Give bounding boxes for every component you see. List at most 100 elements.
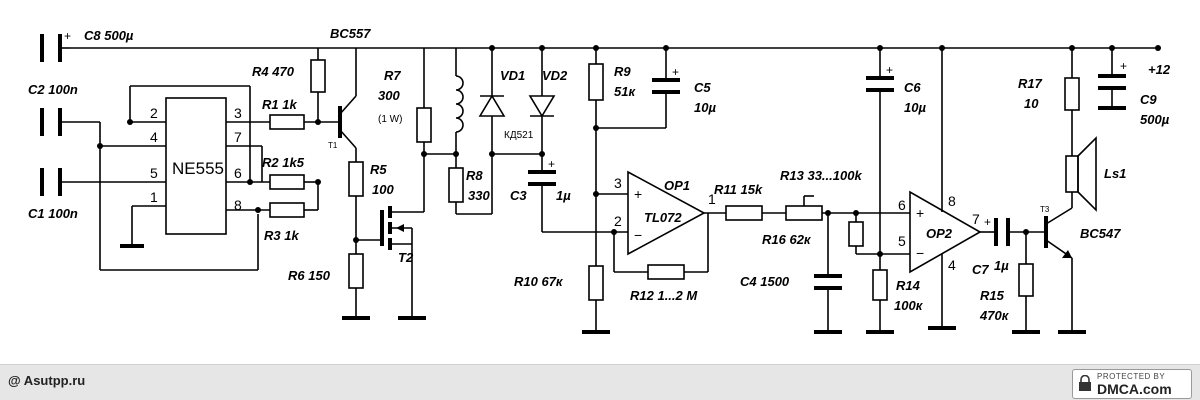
svg-text:8: 8 [948,193,956,209]
resistor-r6 [348,253,364,289]
op2-label: OP2 [926,226,953,241]
svg-text:−: − [634,227,642,243]
r11-label: R11 15k [714,182,763,197]
t3-ref-label: T3 [1040,205,1050,214]
capacitor-c2 [40,108,100,136]
resistor-r8 [448,167,464,203]
resistor-r16 [848,221,864,247]
resistor-r15 [1018,263,1034,297]
r9-label: R9 [614,64,631,79]
c9-value: 500µ [1140,112,1170,127]
c2-label: C2 100n [28,82,78,97]
op1-label: OP1 [664,178,690,193]
lock-icon [1079,375,1091,391]
vd1-label: VD1 [500,68,525,83]
vd2-label: VD2 [542,68,568,83]
svg-text:5: 5 [150,165,158,181]
resistor-r1 [269,114,305,130]
resistor-r9 [588,63,604,101]
ne555-chip [165,97,227,235]
svg-text:3: 3 [614,175,622,191]
resistor-r10 [588,265,604,301]
svg-text:4: 4 [150,129,158,145]
site-credit: @ Asutpp.ru [8,373,86,388]
resistor-r2 [269,174,305,190]
svg-text:+: + [634,186,642,202]
svg-text:+: + [64,29,71,43]
transistor-t3 [1044,192,1086,334]
svg-text:2: 2 [150,105,158,121]
resistor-r4 [310,59,326,93]
svg-text:5: 5 [898,233,906,249]
resistor-r17 [1064,77,1080,111]
t1-ref-label: T1 [328,141,338,150]
svg-text:6: 6 [234,165,242,181]
diode-vd2 [528,48,556,170]
capacitor-c6: + [866,48,894,270]
diode-vd1 [478,48,506,154]
r14-value: 100к [894,298,924,313]
svg-text:6: 6 [898,197,906,213]
svg-text:7: 7 [972,211,980,227]
inductor-coil [455,48,464,168]
r6-label: R6 150 [288,268,331,283]
r7-label: R7 [384,68,401,83]
ls1-label: Ls1 [1104,166,1126,181]
svg-text:1: 1 [708,191,716,207]
capacitor-c9: + [1098,48,1127,110]
r8-value: 330 [468,188,490,203]
c3-label: C3 [510,188,527,203]
c9-label: C9 [1140,92,1157,107]
t2-label: T2 [398,250,414,265]
svg-text:+: + [672,65,679,79]
dmca-badge[interactable]: PROTECTED BY DMCA.com [1072,369,1192,399]
supply-label: +12 [1148,62,1171,77]
capacitor-c1 [40,168,166,196]
r1-label: R1 1k [262,97,297,112]
resistor-r11 [725,205,763,221]
r10-label: R10 67к [514,274,564,289]
c7-value: 1µ [994,258,1009,273]
r3-label: R3 1k [264,228,299,243]
footer-bar: @ Asutpp.ru PROTECTED BY DMCA.com [0,364,1200,400]
r4-label: R4 470 [252,64,295,79]
r13-label: R13 33...100k [780,168,862,183]
c3-value: 1µ [556,188,571,203]
c7-label: C7 [972,262,989,277]
r12-label: R12 1...2 M [630,288,698,303]
resistor-r14 [872,269,888,301]
c4-label: C4 1500 [740,274,790,289]
transistor-t1 [338,48,357,162]
opamp-op2 [909,48,994,330]
c6-value: 10µ [904,100,926,115]
svg-text:1: 1 [150,189,158,205]
r2-label: R2 1k5 [262,155,305,170]
r8-label: R8 [466,168,483,183]
r7-value: 300 [378,88,400,103]
ne555-label: NE555 [172,159,224,178]
svg-text:2: 2 [614,213,622,229]
resistor-r3 [269,202,305,218]
capacitor-c8: + [40,29,71,62]
svg-text:8: 8 [234,197,242,213]
svg-text:−: − [916,245,924,261]
resistor-r12 [647,264,685,280]
mosfet-t2 [380,160,425,316]
resistor-r7 [416,107,432,143]
speaker-ls1 [1065,110,1097,212]
r5-value: 100 [372,182,394,197]
r17-label: R17 [1018,76,1043,91]
r14-label: R14 [896,278,921,293]
svg-text:+: + [1120,59,1127,73]
r15-value: 470к [979,308,1010,323]
dmca-main-text: DMCA.com [1097,381,1172,397]
capacitor-c5: + [596,48,680,129]
r9-value: 51к [614,84,636,99]
c6-label: C6 [904,80,921,95]
r5-label: R5 [370,162,387,177]
svg-text:+: + [916,205,924,221]
potentiometer-r13 [785,195,910,221]
c1-label: C1 100n [28,206,78,221]
svg-text:7: 7 [234,129,242,145]
